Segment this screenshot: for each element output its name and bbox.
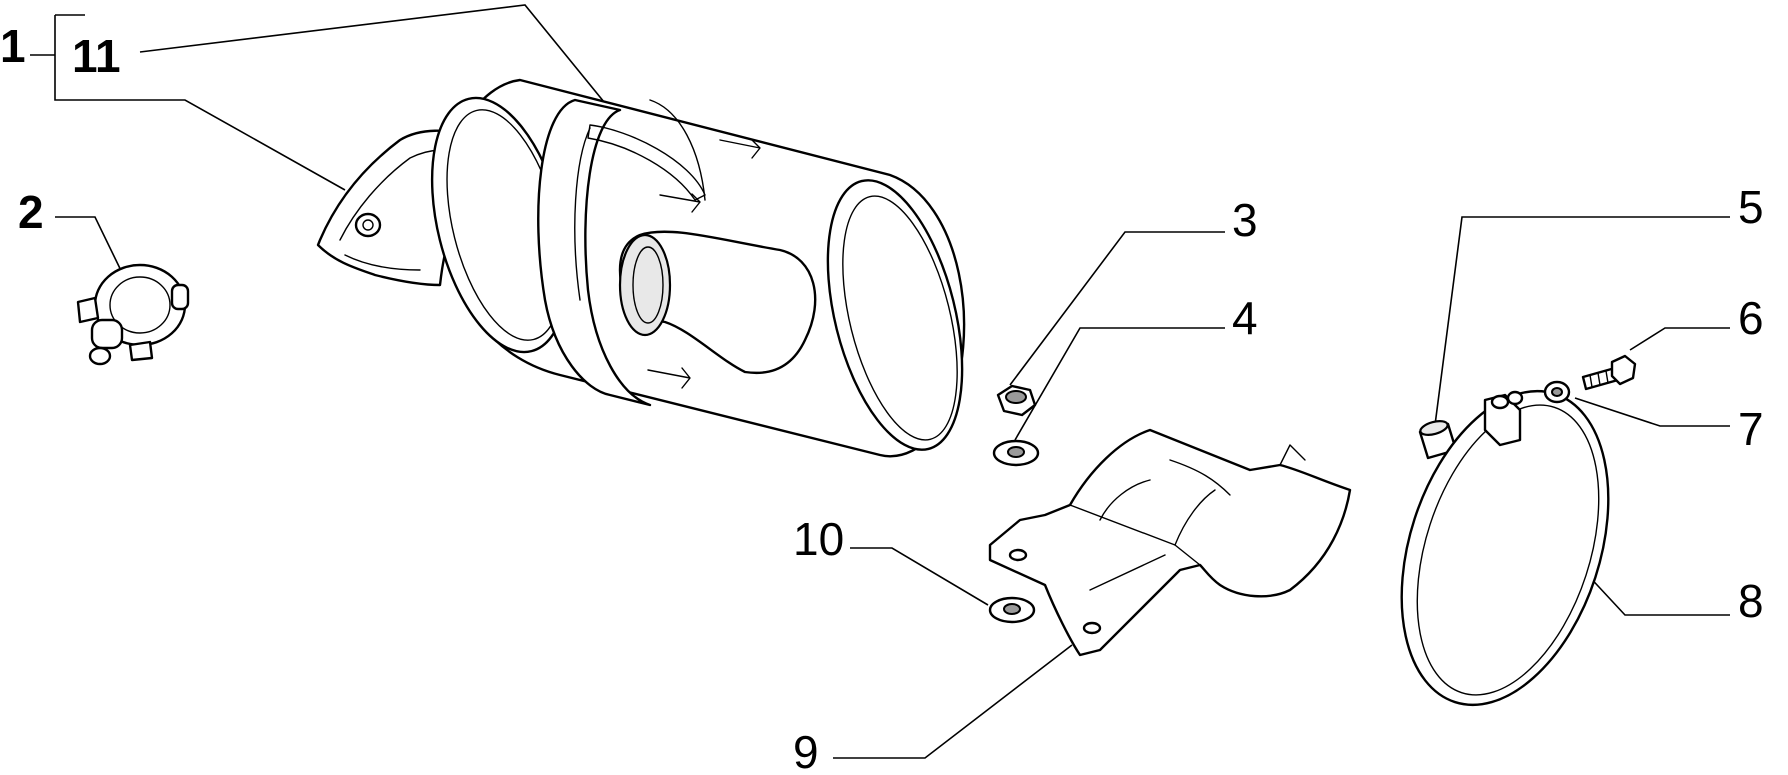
label-10: 10: [793, 513, 844, 565]
label-11: 11: [72, 30, 121, 82]
leader-10: [850, 547, 989, 606]
part-2-sensor: [76, 263, 190, 366]
leader-5: [1434, 216, 1730, 426]
part-9-bracket: [988, 428, 1352, 657]
part-7-washer: [1543, 380, 1571, 404]
label-6: 6: [1738, 292, 1764, 344]
label-7: 7: [1738, 403, 1764, 455]
leader-6: [1629, 327, 1730, 351]
part-8-clamp: [1400, 389, 1610, 707]
part-1-muffler: [316, 78, 966, 458]
label-5: 5: [1738, 181, 1764, 233]
leader-2: [55, 216, 129, 286]
part-4-washer: [992, 439, 1040, 467]
leader-4: [1014, 327, 1225, 441]
label-3: 3: [1232, 194, 1258, 246]
part-3-nut: [996, 384, 1037, 417]
part-5-spacer: [1418, 420, 1458, 460]
part-10-washer: [988, 596, 1036, 624]
leader-9: [833, 644, 1073, 759]
leader-3: [1009, 231, 1225, 386]
part-6-bolt: [1581, 354, 1637, 391]
label-8: 8: [1738, 575, 1764, 627]
leader-7: [1574, 397, 1730, 427]
leader-8: [1584, 571, 1730, 616]
label-4: 4: [1232, 292, 1258, 344]
label-1: 1: [0, 20, 26, 72]
leader-1: [30, 14, 346, 191]
label-9: 9: [793, 726, 819, 775]
leader-lines: [30, 4, 1730, 759]
label-2: 2: [18, 186, 44, 238]
leader-11: [139, 4, 636, 141]
part-labels: 1 11 2 3 4 5 6 7 8 9 10: [0, 20, 1764, 775]
